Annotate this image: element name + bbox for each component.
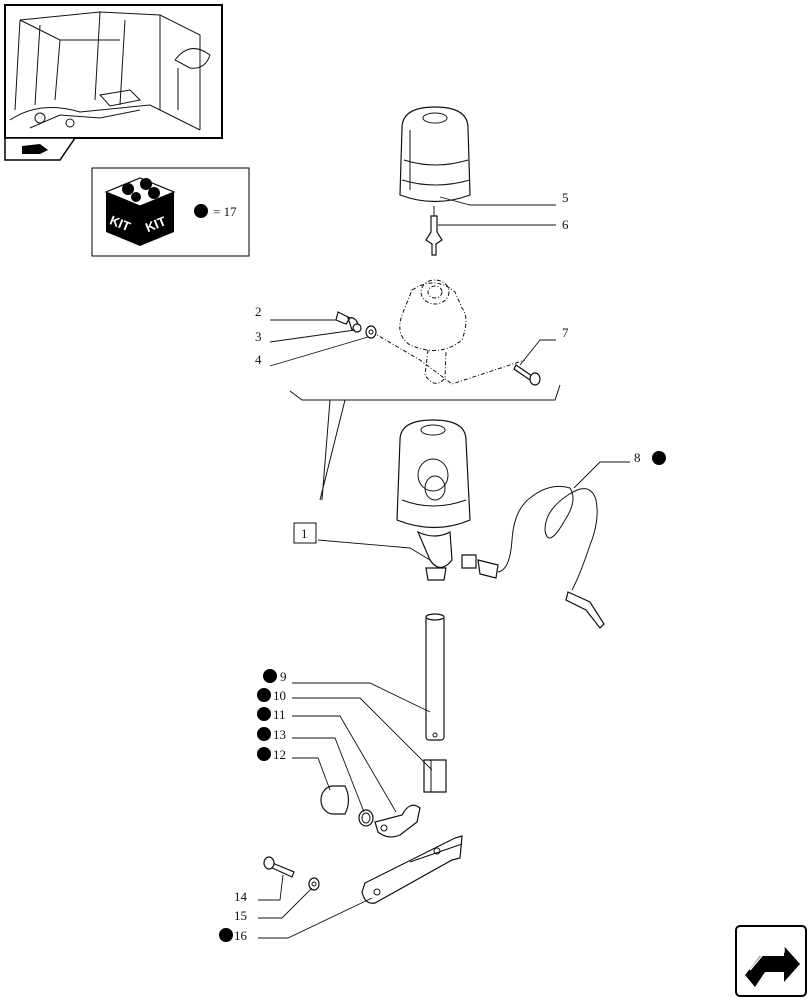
- rubber-cap: [320, 785, 350, 815]
- tractor-cab-thumbnail: [4, 4, 223, 139]
- callout-9-label: 9: [280, 669, 287, 684]
- callout-3[interactable]: 3: [255, 329, 262, 344]
- callout-3-label: 3: [255, 329, 262, 344]
- bolt: [513, 364, 541, 386]
- callout-1-label: 1: [301, 526, 308, 541]
- mounting-tube: [425, 613, 445, 741]
- callout-13-label: 13: [273, 727, 286, 742]
- kit-dot: [194, 204, 208, 218]
- callout-15[interactable]: 15: [234, 908, 247, 923]
- callout-6[interactable]: 6: [562, 217, 569, 232]
- callout-16-dot: [219, 928, 233, 942]
- callout-13-dot: [257, 727, 271, 741]
- callout-11[interactable]: 11: [257, 707, 286, 722]
- callout-9-dot: [263, 669, 277, 683]
- washer-small: [352, 323, 362, 333]
- beacon-assembly: [396, 419, 605, 629]
- kit-label-right: KIT: [143, 213, 168, 235]
- callout-10-label: 10: [273, 688, 286, 703]
- callout-16-label: 16: [234, 928, 248, 943]
- callout-4[interactable]: 4: [255, 352, 262, 367]
- callout-7[interactable]: 7: [562, 325, 569, 340]
- callout-14-label: 14: [234, 889, 248, 904]
- callout-9[interactable]: 9: [263, 669, 287, 684]
- kit-box: KIT KIT = 17: [91, 167, 250, 257]
- callout-1-box: [293, 522, 317, 544]
- next-page-button[interactable]: [735, 925, 807, 997]
- callout-10[interactable]: 10: [257, 688, 286, 703]
- nut-washer: [308, 877, 320, 891]
- callout-11-dot: [257, 707, 271, 721]
- callout-14[interactable]: 14: [234, 889, 248, 904]
- callout-12-label: 12: [273, 747, 286, 762]
- callout-4-label: 4: [255, 352, 262, 367]
- screw: [263, 856, 295, 878]
- kit-label-left: KIT: [108, 213, 133, 235]
- bulb: [425, 206, 443, 256]
- callout-12[interactable]: 12: [257, 747, 286, 762]
- callout-5-label: 5: [562, 190, 569, 205]
- callout-6-label: 6: [562, 217, 569, 232]
- callout-13[interactable]: 13: [257, 727, 286, 742]
- kit-count: = 17: [213, 204, 237, 219]
- callout-12-dot: [257, 747, 271, 761]
- callout-11-label: 11: [273, 707, 286, 722]
- callout-8-label: 8: [634, 450, 641, 465]
- callout-5[interactable]: 5: [562, 190, 569, 205]
- callout-1[interactable]: 1: [293, 522, 317, 544]
- o-ring: [358, 809, 374, 827]
- washer: [365, 325, 377, 339]
- lamp-base-ghost: [371, 279, 526, 385]
- callout-2[interactable]: 2: [255, 304, 262, 319]
- callout-10-dot: [257, 688, 271, 702]
- callout-16[interactable]: 16: [219, 928, 248, 943]
- next-page-arrow-icon: [745, 942, 800, 987]
- explode-bracket: [289, 384, 561, 501]
- callout-8-dot: [652, 451, 666, 465]
- callout-8[interactable]: 8: [634, 450, 666, 465]
- kit-cube-icon: KIT KIT: [104, 177, 176, 246]
- book-reference-icon[interactable]: [4, 137, 77, 161]
- clamp: [374, 804, 421, 838]
- callout-2-label: 2: [255, 304, 262, 319]
- callout-7-label: 7: [562, 325, 569, 340]
- support-bracket: [361, 835, 463, 904]
- beacon-dome: [399, 106, 471, 203]
- callout-15-label: 15: [234, 908, 247, 923]
- leader-lines: [258, 196, 630, 939]
